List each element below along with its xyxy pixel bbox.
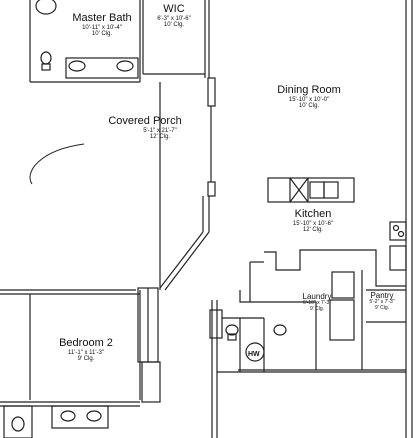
right-wall (389, 0, 413, 438)
room-ceiling: 9' Clg. (374, 304, 390, 311)
room-name: Pantry (370, 291, 394, 300)
kitchen-counter (249, 249, 406, 370)
room-ceiling: 9' Clg. (309, 305, 325, 312)
wic-walls (143, 0, 210, 78)
bottom-bath (3, 405, 109, 438)
room-name: Master Bath (72, 12, 132, 24)
kitchen-island (267, 177, 355, 203)
room-ceiling: 10' Clg. (91, 30, 113, 37)
room-name: Bedroom 2 (59, 337, 113, 349)
room-size: 5'-2" x 7'-3" (369, 299, 395, 306)
room-name: WIC (163, 3, 185, 15)
porch-walls (159, 77, 216, 291)
room-name: Dining Room (277, 84, 341, 96)
water-heater-label: HW (248, 351, 260, 358)
room-bedroom-2: Bedroom 2 11'-1" x 11'-3" 9' Clg. (44, 337, 128, 362)
room-size: 15'-10" x 10'-6" (292, 220, 334, 227)
room-size: 11'-1" x 11'-3" (67, 349, 104, 356)
room-ceiling: 10' Clg. (298, 102, 320, 109)
room-name: Laundry (302, 292, 332, 301)
laundry-walls (209, 290, 406, 438)
room-wic: WIC 6'-3" x 10'-6" 10' Clg. (144, 3, 204, 28)
room-size: 10'-11" x 10'-4" (82, 24, 122, 31)
room-name: Covered Porch (108, 115, 182, 127)
room-covered-porch: Covered Porch 5'-1" x 21'-7" 12' Clg. (90, 115, 200, 140)
room-kitchen: Kitchen 15'-10" x 10'-6" 12' Clg. (270, 208, 356, 233)
room-size: 6'-10" x 7'-3" (303, 300, 331, 307)
master-bath-walls (29, 0, 144, 83)
room-size: 5'-1" x 21'-7" (143, 127, 177, 134)
room-size: 6'-3" x 10'-6" (157, 15, 191, 22)
room-laundry: Laundry 6'-10" x 7'-3" 9' Clg. (294, 292, 340, 312)
master-bath-fixtures (35, 0, 139, 79)
room-name: Kitchen (294, 208, 332, 220)
room-ceiling: 12' Clg. (302, 226, 324, 233)
room-ceiling: 9' Clg. (77, 355, 95, 362)
room-pantry: Pantry 5'-2" x 7'-3" 9' Clg. (362, 291, 402, 311)
room-ceiling: 12' Clg. (149, 133, 171, 140)
room-ceiling: 10' Clg. (163, 21, 185, 28)
room-dining: Dining Room 15'-10" x 10'-0" 10' Clg. (262, 84, 356, 109)
room-size: 15'-10" x 10'-0" (288, 96, 330, 103)
room-master-bath: Master Bath 10'-11" x 10'-4" 10' Clg. (62, 12, 142, 37)
porch-arc (29, 143, 85, 185)
